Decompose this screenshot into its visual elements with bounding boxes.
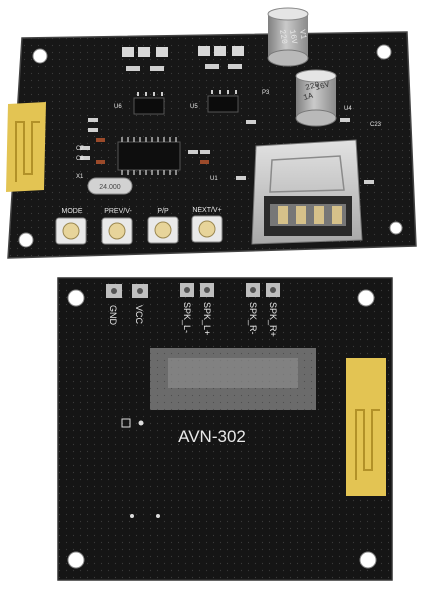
mounting-hole bbox=[32, 48, 48, 64]
button-prev[interactable] bbox=[101, 217, 133, 245]
ref-u5: U5 bbox=[190, 104, 198, 110]
top-pcb-board: 24.000 220 16V V1 220 16V 1A bbox=[6, 7, 417, 259]
button-label-prev: PREV/V- bbox=[104, 208, 132, 215]
mounting-hole bbox=[18, 232, 34, 248]
button-label-play: P/P bbox=[157, 208, 169, 215]
crystal-oscillator: 24.000 bbox=[87, 177, 133, 195]
mounting-hole bbox=[67, 551, 85, 569]
pin-label-spk-l-plus: SPK_L+ bbox=[202, 302, 212, 335]
mounting-hole bbox=[376, 44, 392, 60]
capacitor-label: V1 bbox=[297, 29, 308, 40]
ref-c8: C8 bbox=[76, 156, 84, 162]
ref-u6: U6 bbox=[114, 104, 122, 110]
capacitor-label: 16V bbox=[287, 29, 298, 45]
button-play-pause[interactable] bbox=[147, 216, 179, 244]
ref-c23: C23 bbox=[370, 122, 382, 128]
test-pad bbox=[130, 514, 134, 518]
mounting-hole bbox=[389, 221, 403, 235]
pin-label-vcc: VCC bbox=[134, 305, 144, 325]
amplifier-chip-right bbox=[207, 90, 239, 113]
button-next[interactable] bbox=[191, 215, 223, 243]
solder-pad-area bbox=[150, 348, 316, 410]
button-label-mode: MODE bbox=[62, 208, 83, 215]
bottom-pcb-board: GND VCC SPK_L- SPK_L+ SPK_R- SPK_R+ AV bbox=[57, 277, 393, 581]
antenna-pad bbox=[6, 102, 46, 192]
usb-port bbox=[251, 139, 363, 245]
capacitor-label: 220 bbox=[304, 80, 320, 92]
ref-u4: U4 bbox=[344, 106, 352, 112]
pin-label-spk-r-minus: SPK_R- bbox=[248, 302, 258, 335]
test-pad bbox=[156, 514, 160, 518]
pin-label-spk-l-minus: SPK_L- bbox=[182, 302, 192, 333]
crystal-label: 24.000 bbox=[99, 184, 121, 191]
button-mode[interactable] bbox=[55, 217, 87, 245]
test-pad bbox=[138, 420, 144, 426]
ref-x1: X1 bbox=[76, 174, 84, 180]
power-pads bbox=[106, 284, 148, 298]
capacitor-label: 16V bbox=[314, 80, 330, 92]
electrolytic-capacitor-2: 220 16V 1A bbox=[295, 69, 337, 127]
mounting-hole bbox=[359, 551, 377, 569]
amplifier-chip-left bbox=[133, 92, 165, 115]
capacitor-label: 220 bbox=[277, 29, 288, 45]
test-pad bbox=[121, 418, 131, 428]
pin-header-pads bbox=[122, 46, 244, 57]
ref-c7: C7 bbox=[76, 146, 84, 152]
main-ic bbox=[117, 137, 181, 175]
ref-p3: P3 bbox=[262, 90, 270, 96]
button-label-next: NEXT/V+ bbox=[192, 207, 221, 214]
mounting-hole bbox=[357, 289, 375, 307]
pin-label-gnd: GND bbox=[108, 305, 118, 326]
capacitor-label: 1A bbox=[302, 92, 314, 103]
smd-components bbox=[80, 64, 374, 184]
pin-label-spk-r-plus: SPK_R+ bbox=[268, 302, 278, 337]
ref-u1: U1 bbox=[210, 176, 218, 182]
mounting-hole bbox=[67, 289, 85, 307]
electrolytic-capacitor-1: 220 16V V1 bbox=[267, 7, 309, 67]
speaker-pads bbox=[180, 283, 280, 297]
model-label: AVN-302 bbox=[178, 427, 246, 446]
antenna-pad bbox=[346, 358, 386, 496]
